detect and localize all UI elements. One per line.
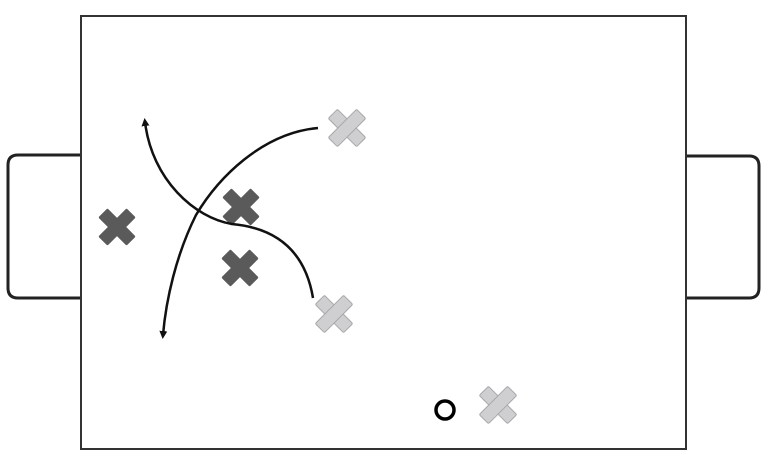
left-goal (6, 153, 81, 300)
run-arrow-1 (141, 118, 315, 299)
run-arrow-2 (159, 126, 319, 339)
pitch-boundary (80, 15, 687, 450)
ball-icon (434, 399, 456, 421)
right-goal (686, 154, 761, 300)
